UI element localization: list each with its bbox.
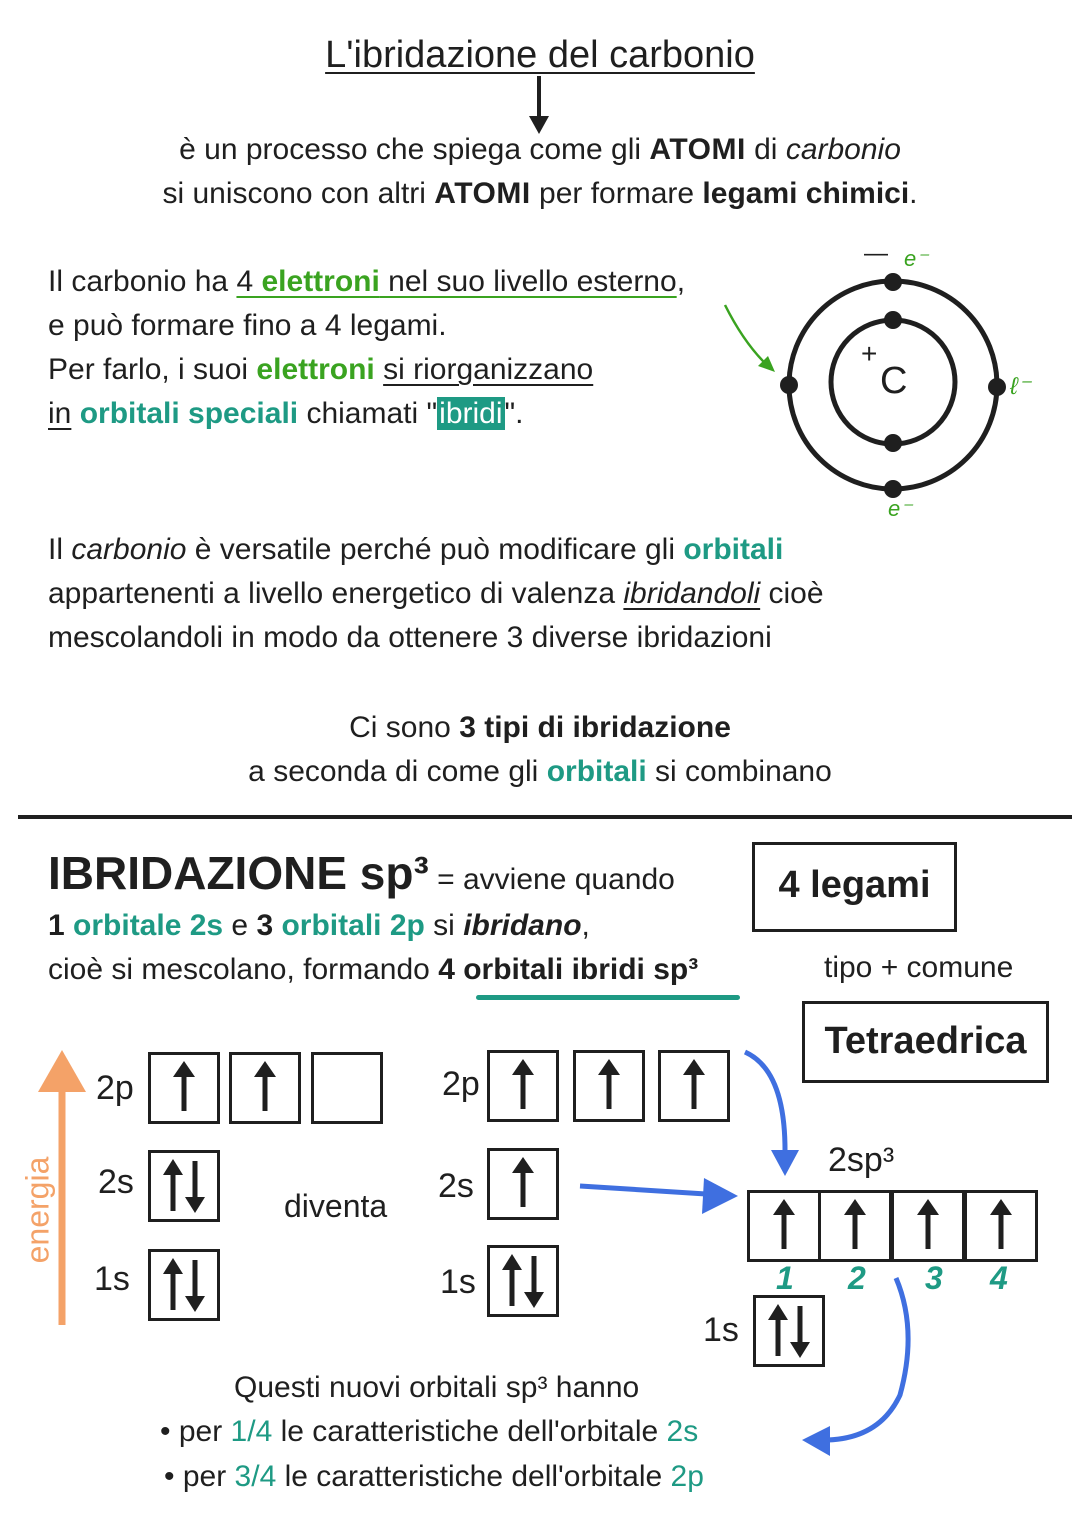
hybrid-number-3: 3 xyxy=(925,1260,943,1296)
bonds-box: 4 legami xyxy=(752,842,957,932)
left-2p-box-1 xyxy=(148,1052,220,1124)
hybrid-number-2: 2 xyxy=(848,1260,866,1296)
mid-2p-box-3 xyxy=(658,1050,730,1122)
nucleus-label: C xyxy=(880,360,908,402)
electron-dot xyxy=(884,311,902,329)
left-2p-box-2 xyxy=(229,1052,301,1124)
summary-line-2p: • per 3/4 le caratteristiche dell'orbita… xyxy=(164,1460,704,1493)
up-arrow-icon xyxy=(661,1053,727,1119)
energy-label: energia xyxy=(19,1156,56,1264)
mid-2p-box-1 xyxy=(487,1050,559,1122)
para1-line-3: Per farlo, i suoi elettroni si riorganiz… xyxy=(48,353,594,386)
hybrid-box-4 xyxy=(964,1190,1038,1262)
up-arrow-icon xyxy=(232,1055,298,1121)
paired-arrows-icon xyxy=(756,1298,822,1364)
sp3-heading: IBRIDAZIONE sp³ = avviene quando xyxy=(48,847,675,899)
paragraph-versatile: Il carbonio è versatile perché può modif… xyxy=(48,528,824,660)
electron-dot xyxy=(780,376,798,394)
electron-label-bottom: e⁻ xyxy=(888,496,912,521)
up-arrow-icon xyxy=(821,1193,889,1259)
paired-arrows-icon xyxy=(151,1153,217,1219)
electron-label-top: e⁻ xyxy=(904,246,928,271)
electron-label-right: ℓ⁻ xyxy=(1010,373,1031,400)
intro-line-2: si uniscono con altri ATOMI per formare … xyxy=(162,177,918,210)
para1-line-1: Il carbonio ha 4 elettroni nel suo livel… xyxy=(48,265,686,298)
sp3-line-3: cioè si mescolano, formando 4 orbitali i… xyxy=(48,953,699,986)
left-1s-label: 1s xyxy=(94,1260,130,1298)
hybrid-2sp3-label: 2sp³ xyxy=(828,1141,895,1179)
para1-line-2: e può formare fino a 4 legami. xyxy=(48,309,447,342)
up-arrow-icon xyxy=(490,1053,556,1119)
left-1s-box xyxy=(148,1249,220,1321)
up-arrow-icon xyxy=(490,1151,556,1217)
electron-dot xyxy=(884,273,902,291)
geometry-box: Tetraedrica xyxy=(802,1001,1049,1083)
electron-dot xyxy=(884,434,902,452)
types-text: Ci sono 3 tipi di ibridazione a seconda … xyxy=(0,706,1080,794)
paired-arrows-icon xyxy=(151,1252,217,1318)
hybrid-number-4: 4 xyxy=(990,1260,1008,1296)
section-divider xyxy=(18,815,1072,819)
sp3-underline xyxy=(476,995,740,1000)
up-arrow-icon xyxy=(576,1053,642,1119)
left-2p-box-3 xyxy=(311,1052,383,1124)
charge-minus: — xyxy=(864,240,888,267)
types-line-1: Ci sono 3 tipi di ibridazione xyxy=(349,711,731,744)
intro-text: è un processo che spiega come gli ATOMI … xyxy=(0,128,1080,216)
becomes-label: diventa xyxy=(284,1188,388,1224)
types-line-2: a seconda di come gli orbitali si combin… xyxy=(248,755,832,788)
paragraph-electrons: Il carbonio ha 4 elettroni nel suo livel… xyxy=(48,260,685,436)
hybrid-box-2 xyxy=(818,1190,892,1262)
hybrid-box-3 xyxy=(891,1190,965,1262)
left-2p-label: 2p xyxy=(96,1069,134,1107)
summary-line-2s: • per 1/4 le caratteristiche dell'orbita… xyxy=(160,1415,699,1448)
up-arrow-icon xyxy=(967,1193,1035,1259)
sp3-line-2: 1 orbitale 2s e 3 orbitali 2p si ibridan… xyxy=(48,909,590,942)
mid-1s-box xyxy=(487,1245,559,1317)
summary-title: Questi nuovi orbitali sp³ hanno xyxy=(234,1371,640,1404)
para2-line-2: appartenenti a livello energetico di val… xyxy=(48,577,824,610)
hybrid-number-1: 1 xyxy=(776,1260,794,1296)
mid-2s-box xyxy=(487,1148,559,1220)
mid-2s-label: 2s xyxy=(438,1167,474,1205)
electron-dot xyxy=(884,480,902,498)
electron-dot xyxy=(988,378,1006,396)
hybrid-1s-label: 1s xyxy=(703,1311,739,1349)
left-2s-box xyxy=(148,1150,220,1222)
hybrid-box-1 xyxy=(747,1190,821,1262)
sp3-description: 1 orbitale 2s e 3 orbitali 2p si ibridan… xyxy=(48,904,698,992)
ibridi-highlight: ibridi xyxy=(437,397,505,430)
para1-line-4: in orbitali speciali chiamati "ibridi". xyxy=(48,397,524,430)
paired-arrows-icon xyxy=(490,1248,556,1314)
up-arrow-icon xyxy=(750,1193,818,1259)
up-arrow-icon xyxy=(151,1055,217,1121)
hybrid-1s-box xyxy=(753,1295,825,1367)
up-arrow-icon xyxy=(894,1193,962,1259)
mid-1s-label: 1s xyxy=(440,1263,476,1301)
page-title: L'ibridazione del carbonio xyxy=(325,34,755,76)
mid-2p-box-2 xyxy=(573,1050,645,1122)
charge-plus: + xyxy=(861,338,878,369)
para2-line-3: mescolandoli in modo da ottenere 3 diver… xyxy=(48,621,772,654)
mid-2p-label: 2p xyxy=(442,1065,480,1103)
para2-line-1: Il carbonio è versatile perché può modif… xyxy=(48,533,784,566)
common-type-label: tipo + comune xyxy=(824,951,1014,984)
left-2s-label: 2s xyxy=(98,1163,134,1201)
intro-line-1: è un processo che spiega come gli ATOMI … xyxy=(179,133,901,166)
